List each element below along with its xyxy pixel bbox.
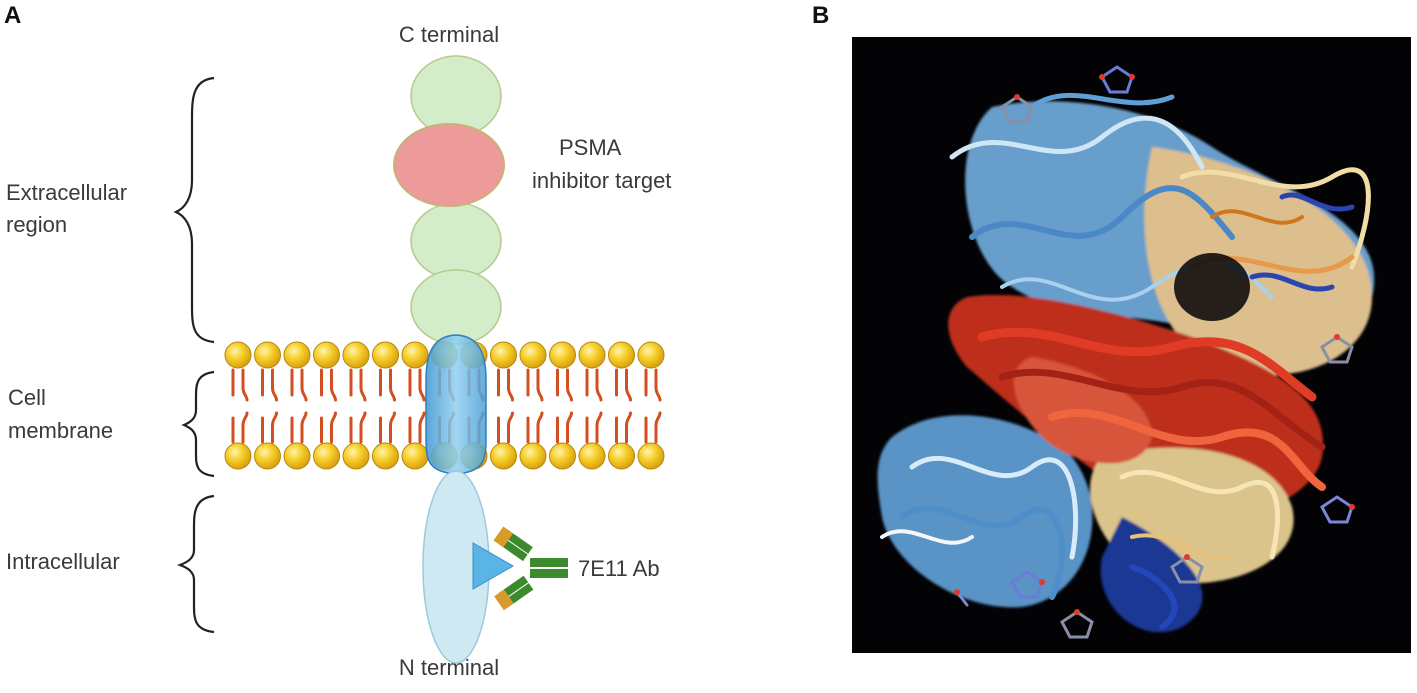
lipid-head [608,341,635,369]
lipid-tail [231,368,249,402]
lipid-head [283,341,311,369]
lipid-head [401,341,429,369]
lipid-tail [408,368,426,402]
lipid-tail [290,368,308,402]
lipid-head [490,341,517,369]
lipid-head [283,442,311,470]
psma-inhibitor-target-domain [393,123,505,207]
lipid-tail [408,411,426,444]
membrane-brace [181,370,215,478]
lipid-tail [556,411,573,444]
membrane-label-line2: membrane [8,418,113,443]
region-braces [173,76,215,634]
intracellular-label: Intracellular [6,549,120,574]
glycan-ligands [954,65,1355,639]
lipid-head [549,341,576,369]
extracellular-domain-4 [410,269,502,345]
lipid-head [490,442,517,470]
lipid-head [578,341,606,369]
lipid-tail [349,368,367,402]
panel-label-a: A [4,2,22,29]
lipid-tail [497,368,514,402]
lipid-head [578,442,606,470]
extracellular-label: Extracellular [6,180,127,205]
antibody-7e11 [493,526,568,611]
panel-label-b: B [812,2,830,29]
lipid-tail [526,368,544,402]
lipid-head [313,442,340,470]
epitope-triangle [472,542,515,590]
intracellular-brace [176,494,215,634]
lipid-tail [644,368,662,402]
lipid-head [254,341,281,369]
lipid-head [549,442,576,470]
lipid-head [224,341,252,369]
lipid-tail [320,411,337,444]
lipid-tail [290,411,308,444]
psma-crystal-structure [852,37,1411,653]
lipid-tail [585,368,603,402]
lipid-head [519,442,547,470]
lipid-tail [556,368,573,402]
lipid-head [637,442,665,470]
lipid-head [401,442,429,470]
active-site-pocket [1174,253,1250,321]
lipid-head [224,442,252,470]
lipid-head [254,442,281,470]
transmembrane-domain [425,334,487,475]
psma-target-label-line2: inhibitor target [532,168,671,193]
lipid-head [372,442,399,470]
lipid-head [313,341,340,369]
ribbon-strands [880,92,1371,630]
lipid-tail [497,411,514,444]
lipid-tail [615,368,632,402]
membrane-label: Cell [8,385,46,410]
domain-blobs [877,101,1375,633]
psma-topology-diagram: Extracellular region Cell membrane Intra… [6,22,671,680]
extracellular-label-line2: region [6,212,67,237]
lipid-tail [379,411,396,444]
lipid-tail [644,411,662,444]
lipid-tail [349,411,367,444]
lipid-head [372,341,399,369]
ribbon-structure [877,65,1375,639]
lipid-tail [320,368,337,402]
lipid-head [342,341,370,369]
lipid-head [637,341,665,369]
extracellular-brace [173,76,215,344]
lipid-tail [261,411,278,444]
lipid-head [519,341,547,369]
lipid-tail [231,411,249,444]
c-terminal-label: C terminal [399,22,499,47]
antibody-label: 7E11 Ab [578,556,660,581]
lipid-head [608,442,635,470]
lipid-head [342,442,370,470]
lipid-tail [585,411,603,444]
lipid-tail [526,411,544,444]
lipid-tail [615,411,632,444]
lipid-tail [261,368,278,402]
extracellular-domain-3 [410,202,502,280]
lipid-tail [379,368,396,402]
psma-target-label: PSMA [559,135,622,160]
